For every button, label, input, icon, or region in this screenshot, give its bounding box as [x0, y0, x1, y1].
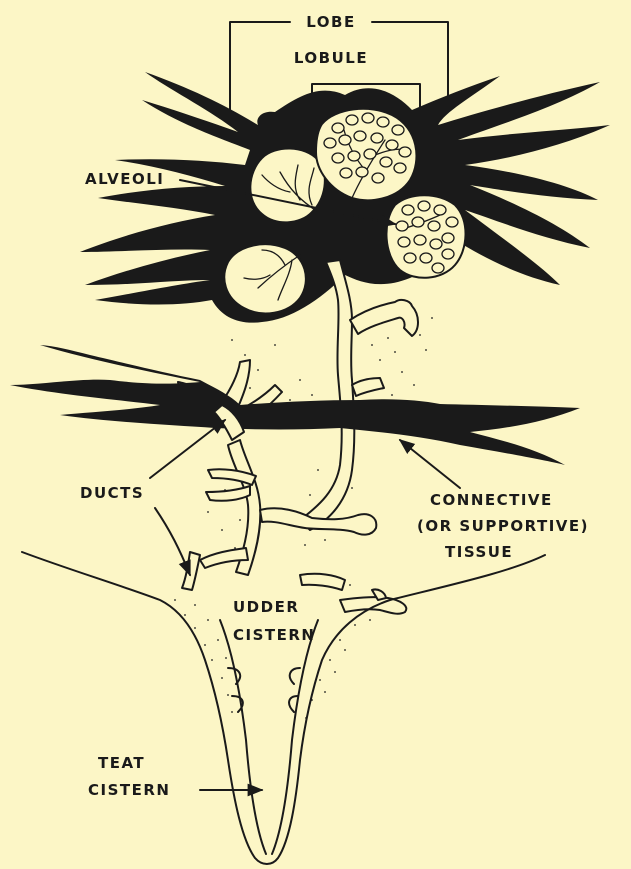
udder-cistern-label-line-1: UDDER	[233, 598, 299, 616]
connective-label-line-2: (OR SUPPORTIVE)	[417, 517, 589, 535]
connective-arrow	[400, 440, 460, 488]
duct-system	[178, 260, 418, 614]
ducts-arrow-lower	[155, 508, 190, 575]
lower-connective-tissue	[10, 345, 580, 465]
lobule-left-bottom	[224, 244, 306, 313]
udder-cistern-label-line-2: CISTERN	[233, 626, 315, 644]
connective-label-line-3: TISSUE	[445, 543, 513, 561]
lobe-label: LOBE	[306, 13, 355, 31]
lobule-left-top	[250, 148, 324, 222]
teat-cistern-label-line-1: TEAT	[98, 754, 145, 772]
ducts-label: DUCTS	[80, 484, 144, 502]
alveoli-label: ALVEOLI	[85, 170, 164, 188]
teat-cistern-label-line-2: CISTERN	[88, 781, 170, 799]
connective-label-line-1: CONNECTIVE	[430, 491, 553, 509]
lobule-label: LOBULE	[294, 49, 368, 67]
